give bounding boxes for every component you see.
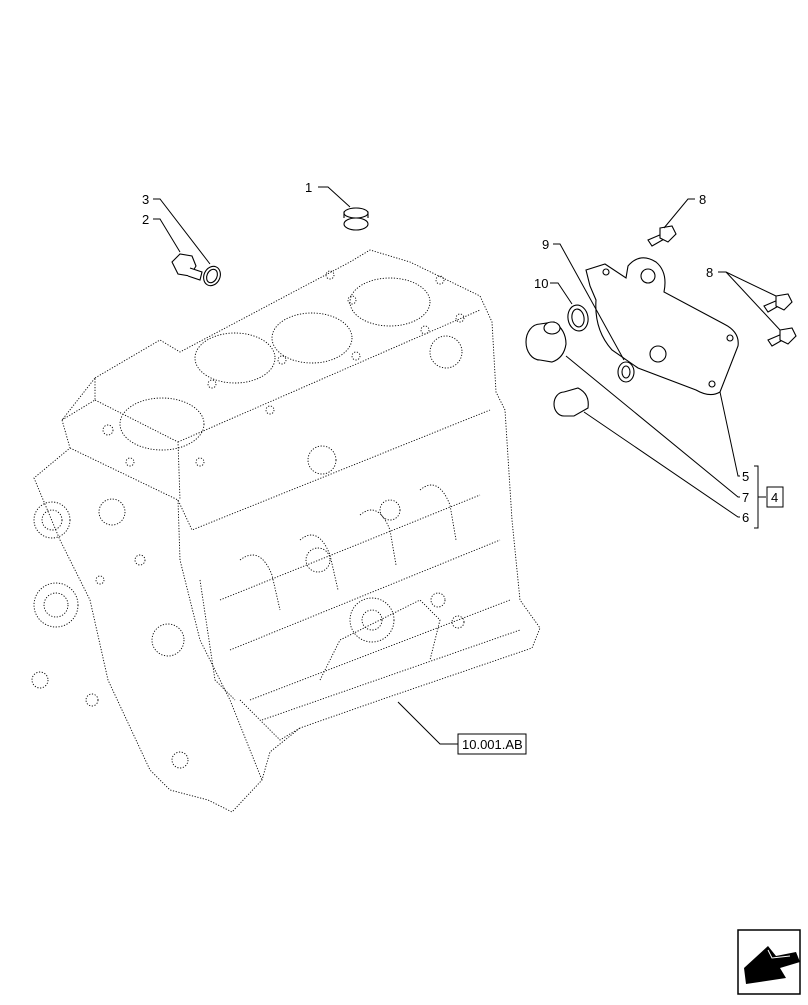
reference-text: 10.001.AB (462, 737, 523, 752)
large-plug-part (525, 321, 567, 363)
callout-8-lower: 8 (706, 265, 713, 280)
engine-block (31, 249, 541, 813)
callout-1: 1 (305, 180, 312, 195)
cup-plug-part (343, 207, 369, 231)
callout-8-upper: 8 (699, 192, 706, 207)
callout-4-box (766, 486, 784, 508)
bolt-part-lower (767, 327, 797, 347)
callout-4: 4 (771, 490, 778, 505)
bracket-plate-part (585, 257, 739, 396)
leader-lines (153, 186, 781, 745)
seal-ring-part (567, 304, 589, 332)
callout-7: 7 (742, 490, 749, 505)
sealing-washer-part (203, 265, 221, 287)
bolt-part-upper (647, 225, 677, 247)
hex-plug-part (171, 253, 203, 281)
callout-6: 6 (742, 510, 749, 525)
callout-5: 5 (742, 469, 749, 484)
bolt-part-mid (763, 293, 793, 313)
callout-10: 10 (534, 276, 548, 291)
callout-labels: 1 2 3 8 8 9 10 5 7 6 4 (142, 180, 784, 525)
small-plug-part (553, 387, 589, 417)
o-ring-part (617, 361, 635, 383)
callout-2: 2 (142, 212, 149, 227)
reference-label[interactable]: 10.001.AB (457, 733, 527, 755)
callout-3: 3 (142, 192, 149, 207)
next-page-arrow-icon[interactable] (737, 929, 801, 995)
callout-9: 9 (542, 237, 549, 252)
